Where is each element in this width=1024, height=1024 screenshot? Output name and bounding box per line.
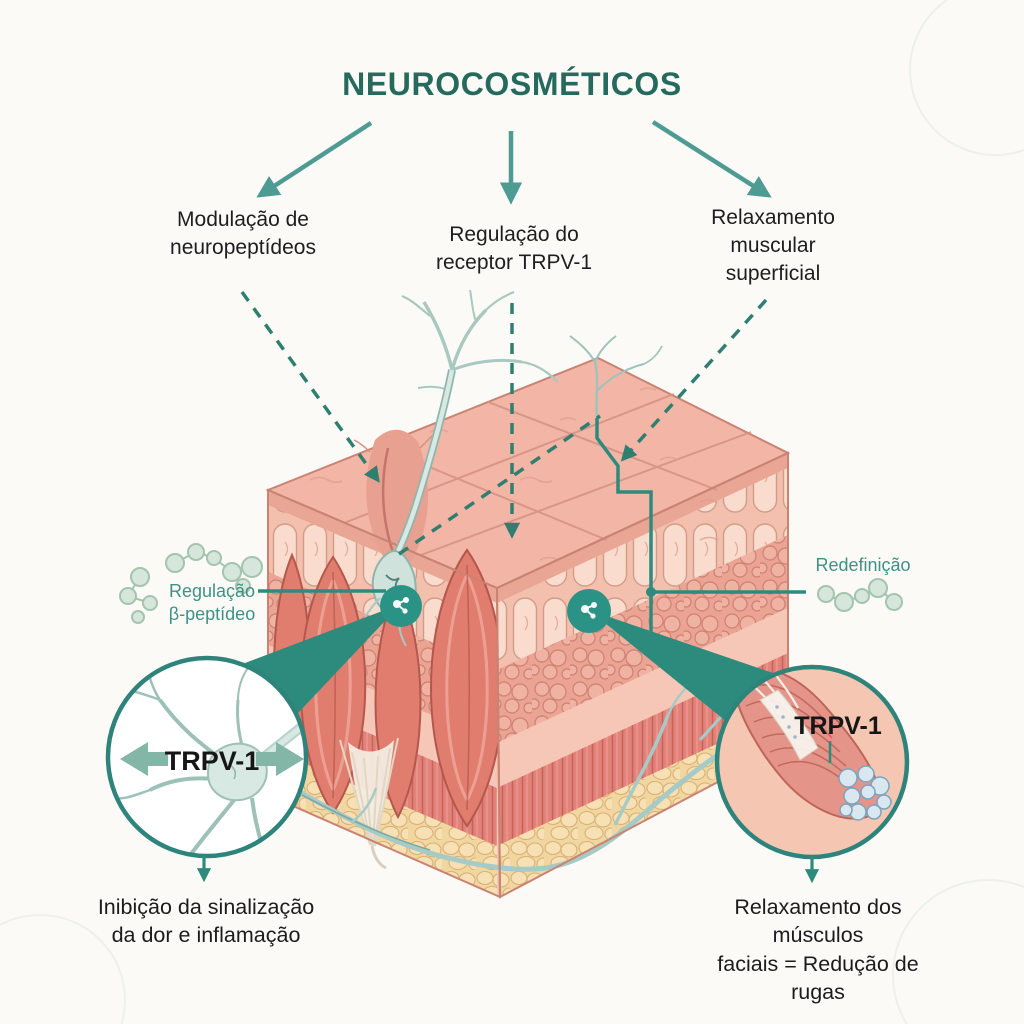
inset-muscle-fascicles	[838, 765, 892, 821]
redefinition-label: Redefinição	[815, 555, 911, 575]
branch-label-neuropeptide-modulation: Modulação de neuropeptídeos	[170, 208, 316, 259]
inset-muscle-circle: TRPV-1	[714, 664, 910, 860]
dashed-line-cross	[398, 414, 601, 556]
inset-neuron-soma	[206, 742, 268, 802]
dashed-line-neuropeptide	[240, 290, 380, 483]
inset-muscle-fascia	[759, 689, 819, 761]
callout-wedges	[245, 604, 773, 722]
connector-junction-dot	[646, 587, 656, 597]
title-branch-arrows	[256, 120, 772, 205]
trpv1-marker-right	[567, 589, 611, 633]
page-title: NEUROCOSMÉTICOS	[342, 66, 682, 102]
arrow-to-left-branch	[256, 121, 373, 198]
caption-wrinkle-reduction: Relaxamento dos músculos faciais = Reduç…	[717, 895, 919, 1005]
beta-peptide-label: Regulação β-peptídeo	[168, 581, 256, 625]
solid-connectors	[258, 418, 806, 648]
dashed-line-relaxation	[620, 298, 768, 462]
beta-peptide-molecules-icon	[119, 543, 263, 624]
inset-right-receptor-label: TRPV-1	[794, 712, 882, 740]
bidirectional-arrows-icon	[120, 742, 304, 776]
inset-neuron-circle: TRPV-1	[105, 655, 309, 859]
arrow-to-right-branch	[651, 120, 772, 198]
inset-left-receptor-label: TRPV-1	[165, 746, 260, 776]
branch-label-muscle-relaxation: Relaxamento muscular superficial	[711, 206, 835, 285]
redefinition-connector-path	[595, 418, 653, 648]
right-callout-wedge	[589, 610, 773, 722]
branch-label-trpv1-regulation: Regulação do receptor TRPV-1	[435, 223, 593, 274]
caption-pain-inhibition: Inibição da sinalização da dor e inflama…	[97, 895, 315, 948]
dashed-connectors	[240, 290, 768, 556]
left-callout-wedge	[245, 604, 401, 713]
trpv1-marker-left	[380, 585, 422, 627]
redefinition-molecules-icon	[817, 578, 903, 612]
inset-caption-arrows	[196, 856, 820, 884]
